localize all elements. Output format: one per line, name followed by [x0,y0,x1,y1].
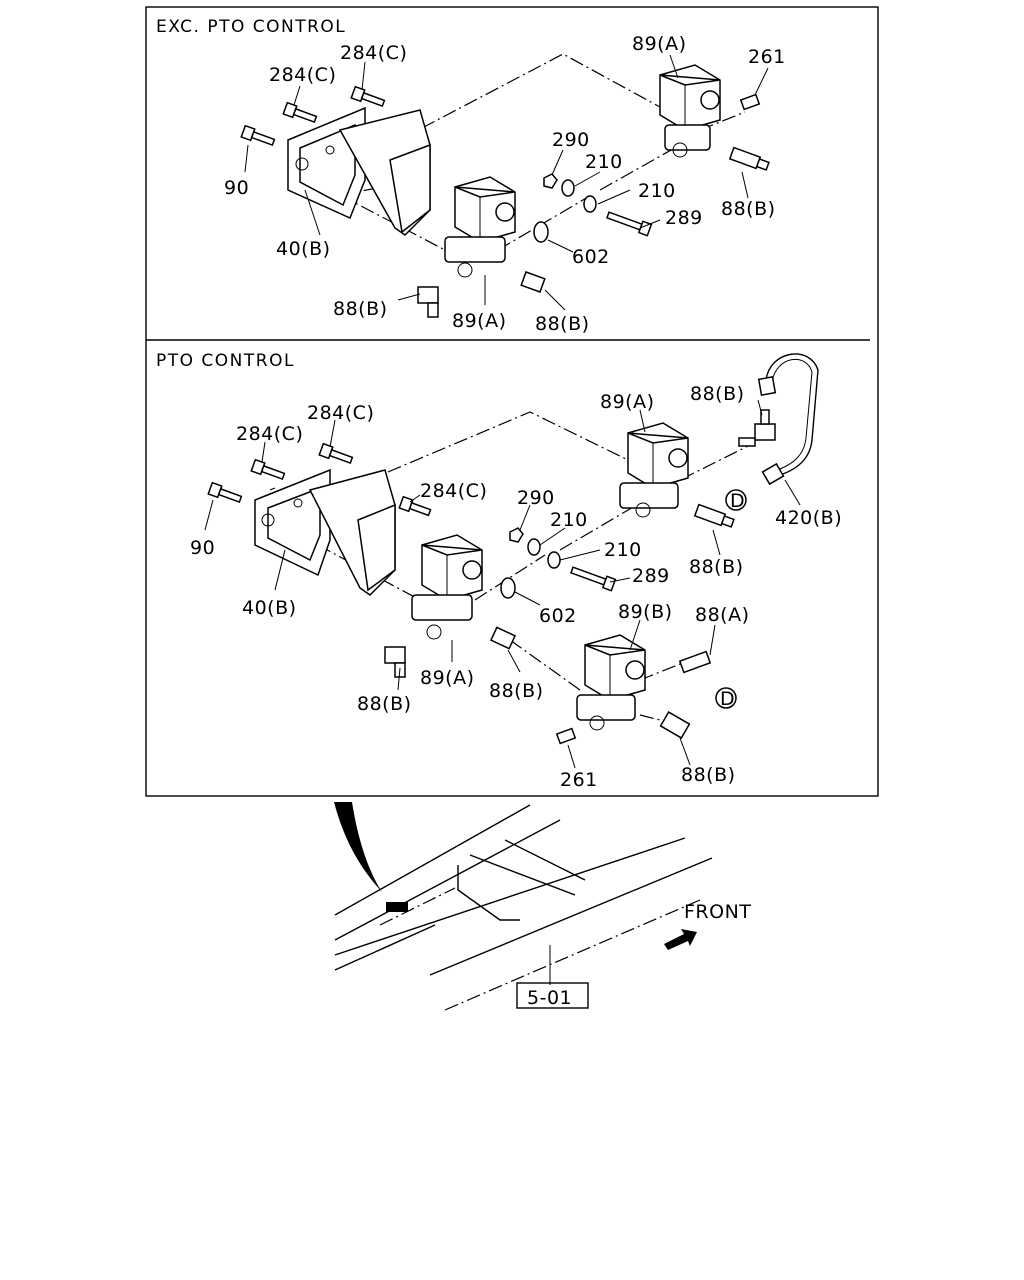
bolt-icon [350,85,386,108]
bracket-icon [287,106,431,236]
callout-88b: 88(B) [535,313,590,335]
callout-290: 290 [517,487,555,509]
bolt-icon [318,442,354,465]
pointer-wedge [334,802,382,892]
callout-261: 261 [560,769,598,791]
chassis-locator: 5-01 FRONT [334,802,751,1011]
callout-88b: 88(B) [357,693,412,715]
bolt-icon [207,481,243,504]
ref-box-label: 5-01 [527,987,572,1009]
diagram-frame [145,6,879,797]
bolt-icon [282,101,318,124]
callout-284c: 284(C) [307,402,374,424]
callout-210: 210 [585,151,623,173]
front-arrow-icon [664,929,697,950]
pipe-icon [765,353,819,476]
callout-289: 289 [665,207,703,229]
connector-d-marker [725,489,747,511]
solenoid-valve-icon [576,634,646,731]
bolt-icon [398,495,432,517]
callout-88b: 88(B) [489,680,544,702]
callout-40b: 40(B) [276,238,331,260]
washer-icon [561,179,575,197]
bolt-icon [555,727,577,745]
callout-88b: 88(B) [681,764,736,786]
callout-90: 90 [224,177,249,199]
callout-90: 90 [190,537,215,559]
elbow-fitting-icon [489,626,517,650]
washer-icon [527,538,541,556]
callout-420b: 420(B) [775,507,842,529]
callout-261: 261 [748,46,786,68]
elbow-fitting-icon [417,286,439,318]
callout-88b: 88(B) [690,383,745,405]
elbow-fitting-icon [384,646,406,678]
callout-210: 210 [550,509,588,531]
ref-box [516,982,589,1009]
callout-89a: 89(A) [452,310,507,332]
bolt-icon [739,93,761,111]
callout-88b: 88(B) [721,198,776,220]
callout-89a: 89(A) [600,391,655,413]
tee-fitting-icon [693,503,735,528]
washer-icon [583,195,597,213]
callout-89a: 89(A) [632,33,687,55]
callout-210: 210 [604,539,642,561]
solenoid-valve-icon [444,176,516,278]
o-ring-icon [533,221,549,243]
tee-fitting-icon [728,146,770,171]
solenoid-valve-icon [659,64,721,158]
callout-89a: 89(A) [420,667,475,689]
callout-284c: 284(C) [269,64,336,86]
bolt-icon [250,458,286,481]
elbow-fitting-icon [659,711,691,739]
nut-icon [509,527,524,543]
top-assembly: 89(A) 261 284(C) 284(C) 90 40(B) 290 210… [224,33,786,335]
connector-d-label: D [730,490,745,512]
solenoid-valve-icon [411,534,483,640]
section-title-exc-pto: EXC. PTO CONTROL [156,17,346,37]
callout-602: 602 [539,605,577,627]
callout-290: 290 [552,129,590,151]
callout-88b: 88(B) [689,556,744,578]
elbow-fitting-icon [520,271,546,293]
elbow-fitting-icon [738,409,776,447]
bottom-assembly: 89(A) 88(B) 284(C) 284(C) 284(C) 90 40(B… [190,353,842,791]
bolt-icon [606,211,653,237]
nut-icon [543,173,558,189]
elbow-fitting-icon [678,650,712,674]
nut-icon [757,376,777,396]
connector-d-marker [715,687,737,709]
connector-d-label: D [720,688,735,710]
callout-284c: 284(C) [236,423,303,445]
callout-289: 289 [632,565,670,587]
callout-210: 210 [638,180,676,202]
section-title-pto: PTO CONTROL [156,351,295,371]
bolt-icon [570,566,617,592]
callout-88b: 88(B) [333,298,388,320]
o-ring-icon [500,577,516,599]
bolt-icon [240,124,276,147]
callout-89b: 89(B) [618,601,673,623]
callout-284c: 284(C) [340,42,407,64]
callout-40b: 40(B) [242,597,297,619]
mount-marker [386,902,408,912]
callout-88a: 88(A) [695,604,750,626]
nut-icon [761,462,785,486]
washer-icon [547,551,561,569]
solenoid-valve-icon [619,422,689,518]
callout-284c: 284(C) [420,480,487,502]
callout-602: 602 [572,246,610,268]
bracket-icon [254,468,396,596]
front-label: FRONT [684,901,751,923]
